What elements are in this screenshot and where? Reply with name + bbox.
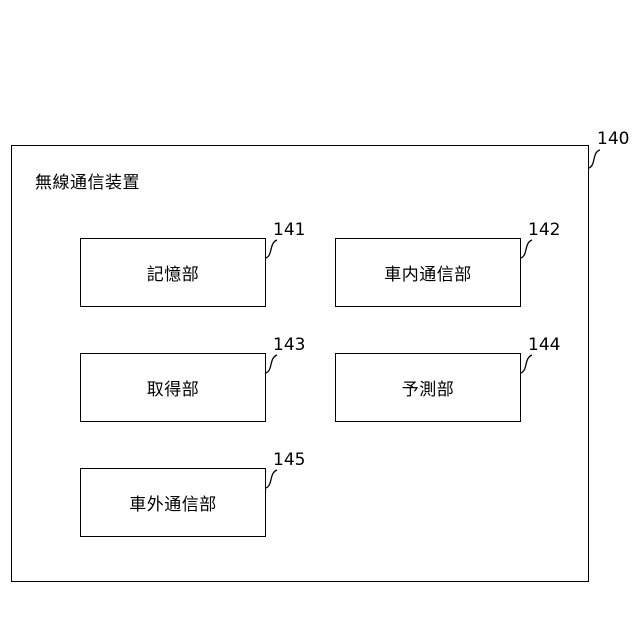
storage-unit-reference-number: 141 xyxy=(273,222,305,239)
in-vehicle-communication-unit-reference-number: 142 xyxy=(528,222,560,239)
in-vehicle-communication-unit-block: 車内通信部 xyxy=(335,238,521,307)
acquisition-unit-reference-number: 143 xyxy=(273,337,305,354)
prediction-unit-reference-number: 144 xyxy=(528,337,560,354)
device-title: 無線通信装置 xyxy=(35,168,140,193)
acquisition-unit-block: 取得部 xyxy=(80,353,266,422)
out-vehicle-communication-unit-block: 車外通信部 xyxy=(80,468,266,537)
leader-line-140 xyxy=(589,150,600,168)
storage-unit-block: 記憶部 xyxy=(80,238,266,307)
device-reference-number: 140 xyxy=(597,131,629,148)
prediction-unit-block: 予測部 xyxy=(335,353,521,422)
out-vehicle-communication-unit-reference-number: 145 xyxy=(273,452,305,469)
